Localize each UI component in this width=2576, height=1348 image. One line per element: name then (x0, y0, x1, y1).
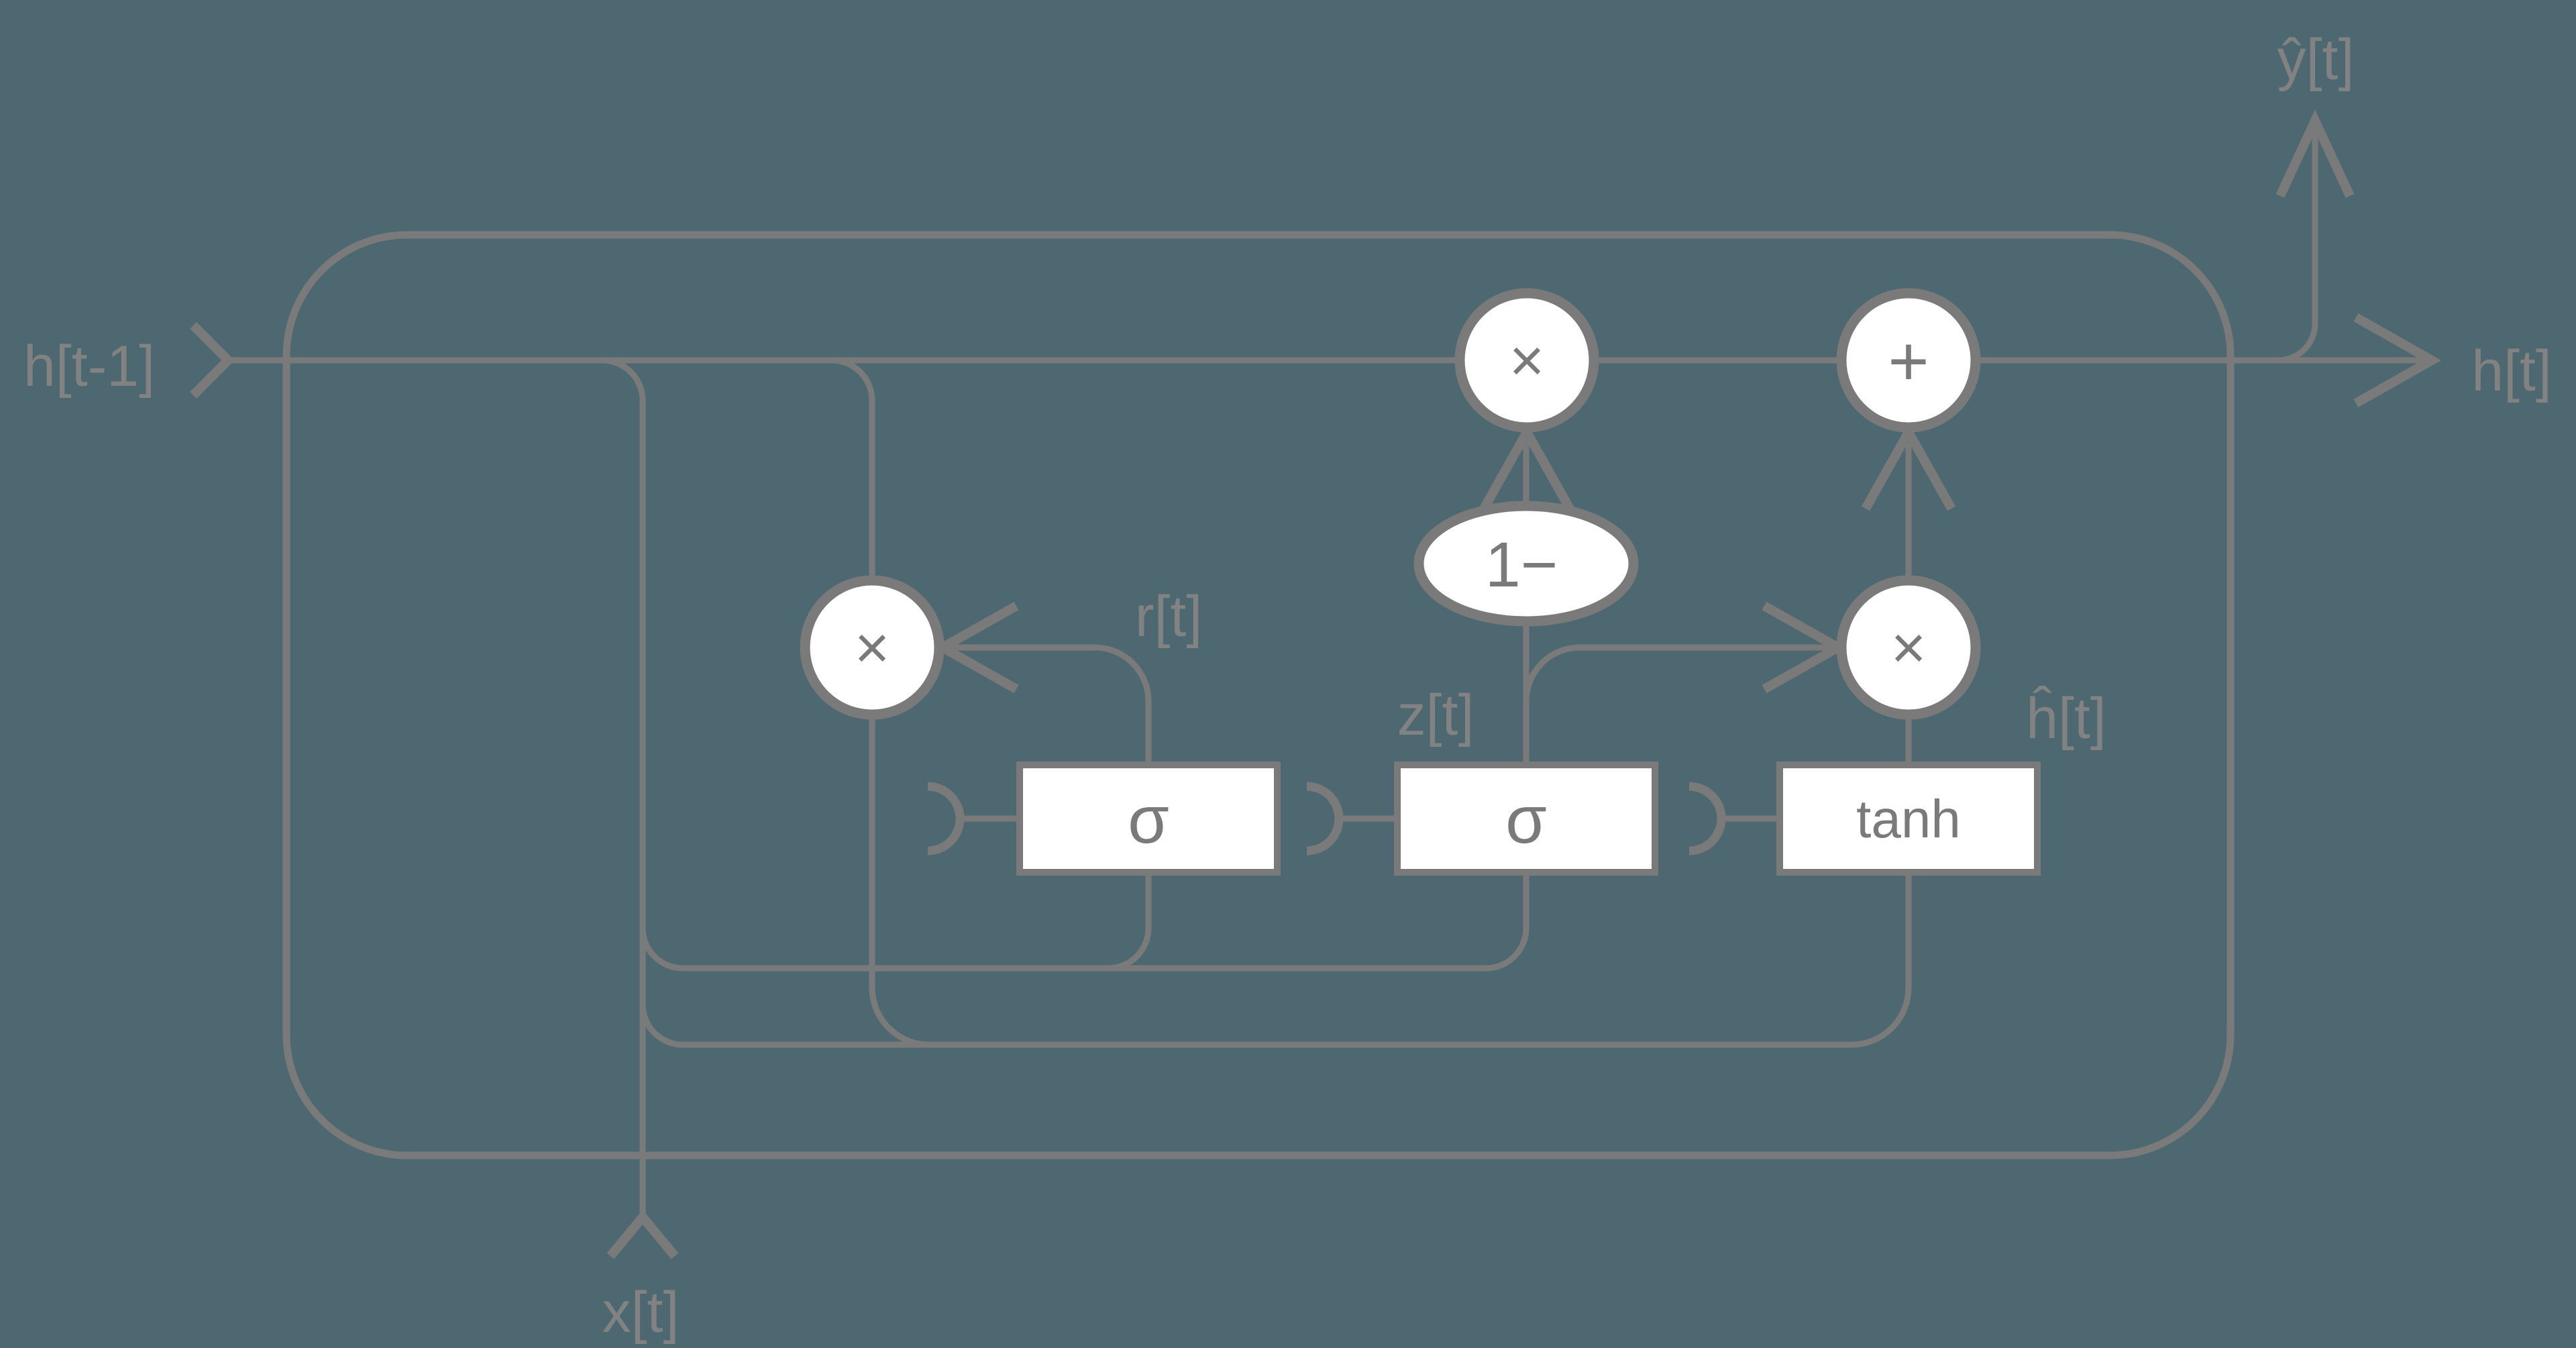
input-vector-arrowhead-icon (606, 1210, 679, 1259)
update-to-right-multiply-wire (1523, 644, 1838, 702)
multiply-right-node (1836, 575, 1981, 720)
one-minus-glyph: 1− (1485, 529, 1558, 601)
merge-arc-icon (1306, 782, 1344, 856)
add-glyph: + (1888, 322, 1929, 401)
prediction-branch-wire (2277, 124, 2318, 364)
multiply-top-glyph: × (1509, 327, 1545, 395)
multiply-right-glyph: × (1891, 615, 1927, 682)
reset-gate-output-wire (943, 644, 1152, 765)
reset-gate-label: r[t] (1135, 584, 1202, 649)
merge-arc-icon (927, 782, 965, 856)
update-gate-label: z[t] (1397, 683, 1474, 747)
tanh-box (1776, 762, 2041, 876)
one-minus-node (1413, 501, 1639, 627)
update-sigmoid-glyph: σ (1505, 782, 1547, 858)
hidden-input-arrowhead-icon (190, 322, 235, 399)
h-x-branch-wire (602, 357, 646, 1217)
multiply-left-node (800, 575, 945, 720)
multiply-top-node (1454, 288, 1599, 433)
input-vector-label: x[t] (602, 1280, 680, 1345)
hidden-output-label: h[t] (2471, 339, 2552, 403)
prediction-label: ŷ[t] (2277, 28, 2355, 92)
gru-cell-boundary (282, 231, 2235, 1159)
add-node (1836, 288, 1981, 433)
candidate-input-bus-lower (639, 872, 1912, 1048)
multiply-left-glyph: × (855, 615, 890, 682)
reset-sigmoid-box (1016, 762, 1281, 876)
candidate-hidden-label: ĥ[t] (2026, 686, 2106, 751)
reset-gate-input-stub (1108, 872, 1152, 972)
prediction-arrowhead-icon (2275, 109, 2355, 198)
gate-input-bus-upper (639, 872, 1529, 972)
reset-multiply-wire (831, 357, 930, 1048)
merge-arc-icon (1688, 782, 1726, 856)
hidden-output-arrowhead-icon (2353, 313, 2442, 408)
reset-sigmoid-glyph: σ (1128, 782, 1169, 858)
hidden-input-label: h[t-1] (23, 334, 155, 399)
tanh-glyph: tanh (1856, 789, 1961, 849)
